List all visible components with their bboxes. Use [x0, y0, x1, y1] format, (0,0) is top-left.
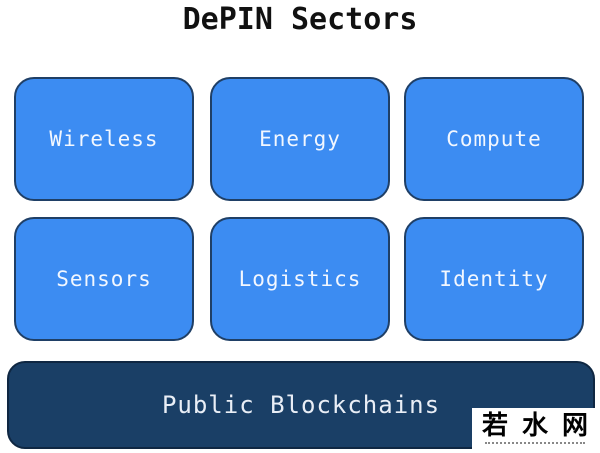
- diagram-title: DePIN Sectors: [182, 2, 418, 37]
- sector-label: Identity: [439, 267, 549, 291]
- sector-wireless: Wireless: [14, 77, 194, 201]
- sector-label: Logistics: [238, 267, 362, 291]
- sector-identity: Identity: [404, 217, 584, 341]
- sector-label: Compute: [446, 127, 542, 151]
- base-layer: Public Blockchains: [7, 361, 595, 449]
- watermark-char: 若: [481, 411, 508, 441]
- watermark-char: 网: [562, 411, 589, 441]
- sector-sensors: Sensors: [14, 217, 194, 341]
- sector-label: Sensors: [56, 267, 152, 291]
- watermark-logo: 若 水 网: [472, 408, 598, 452]
- base-layer-label: Public Blockchains: [161, 391, 441, 419]
- sector-compute: Compute: [404, 77, 584, 201]
- watermark-text: 若 水 网: [482, 412, 588, 440]
- sector-logistics: Logistics: [210, 217, 390, 341]
- sector-label: Wireless: [49, 127, 159, 151]
- watermark-underline: [485, 442, 585, 448]
- watermark-char: 水: [521, 411, 548, 441]
- sector-energy: Energy: [210, 77, 390, 201]
- sector-label: Energy: [259, 127, 341, 151]
